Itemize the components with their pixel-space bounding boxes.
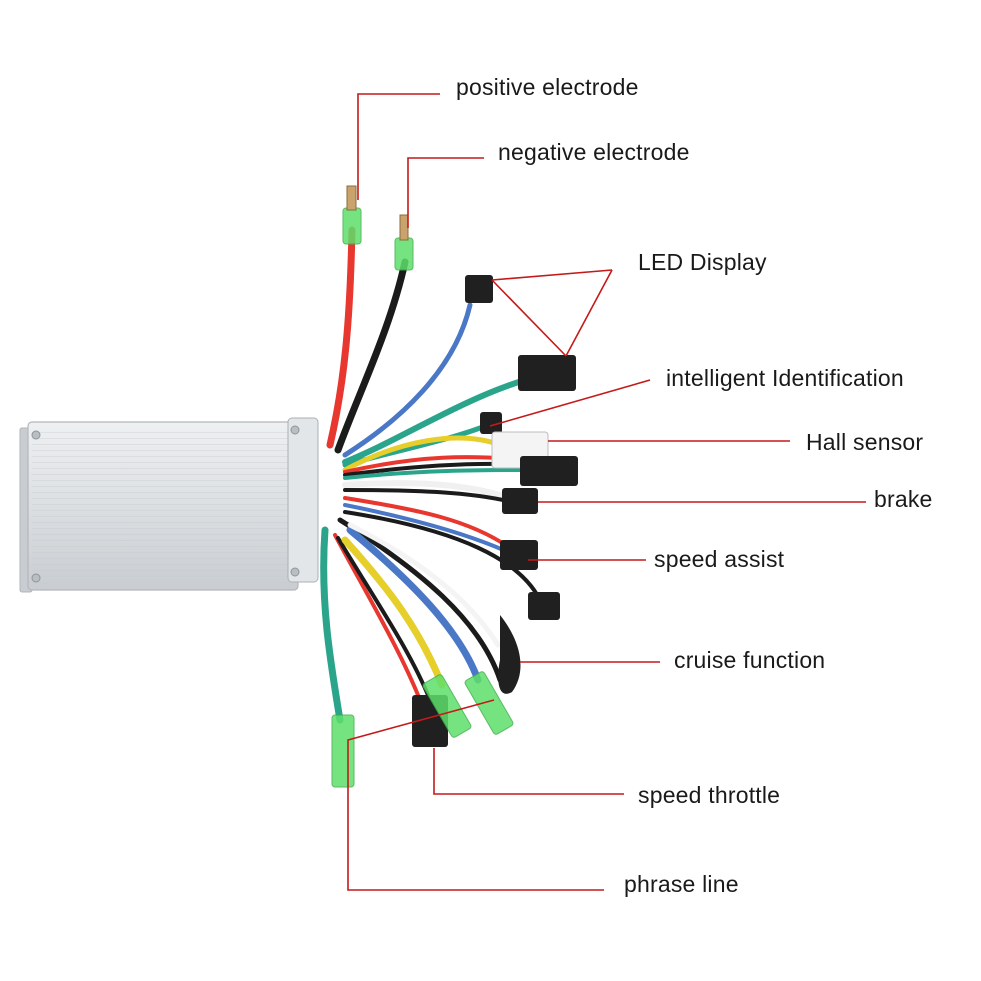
wire-led-blue [342,302,473,458]
terminal-phase-green [331,714,355,788]
connector-hall-black [520,456,578,486]
connector-intelligent [480,412,502,434]
leader-led-a [491,269,613,281]
wire-hall-green [343,468,532,480]
connectors [331,185,578,788]
wire-brake-black [343,488,514,504]
terminal-negative [394,237,414,271]
leader-positive [357,93,440,200]
wire-phase-yellow [341,536,446,689]
leader-phrase [347,699,604,891]
wire-phase-white [347,522,501,648]
wire-led-green [342,377,528,465]
terminal-phase-yellow [422,674,472,738]
terminal-phase-blue [464,671,514,735]
wire-assist-blue [343,503,510,554]
label-positive-electrode: positive electrode [456,74,639,100]
labels: positive electrode negative electrode LE… [456,74,933,897]
label-led-display: LED Display [638,249,767,275]
leader-negative [407,157,484,228]
leader-throttle [433,748,624,795]
wire-cruise-black [343,510,542,602]
label-brake: brake [874,486,933,512]
wire-positive-red [326,226,356,449]
wire-throttle-black [336,536,432,702]
label-phrase-line: phrase line [624,871,739,897]
label-cruise-function: cruise function [674,647,825,673]
wire-phase-blue [346,526,482,684]
leader-lines [347,93,866,891]
label-speed-assist: speed assist [654,546,785,572]
connector-speed-assist [500,540,538,570]
wire-negative-black [334,258,409,454]
connector-brake [502,488,538,514]
wire-phase-green [320,526,344,724]
connector-led-small [465,275,493,303]
wire-brake-white [342,480,513,501]
controller-housing [19,417,319,593]
label-negative-electrode: negative electrode [498,139,690,165]
wire-hall-yellow [342,435,503,473]
connector-cruise-a [528,592,560,620]
terminal-positive [342,207,362,245]
label-speed-throttle: speed throttle [638,782,780,808]
wire-throttle-red [333,533,422,702]
wire-cruise-loop [337,517,503,683]
leader-led-c [565,269,613,357]
label-hall-sensor: Hall sensor [806,429,923,455]
leader-intelligent [489,379,651,427]
connector-led-large [518,355,576,391]
label-intelligent-identification: intelligent Identification [666,365,904,391]
connector-cruise-loop [498,615,521,694]
leader-led-b [491,279,567,357]
wire-assist-red [343,496,512,550]
